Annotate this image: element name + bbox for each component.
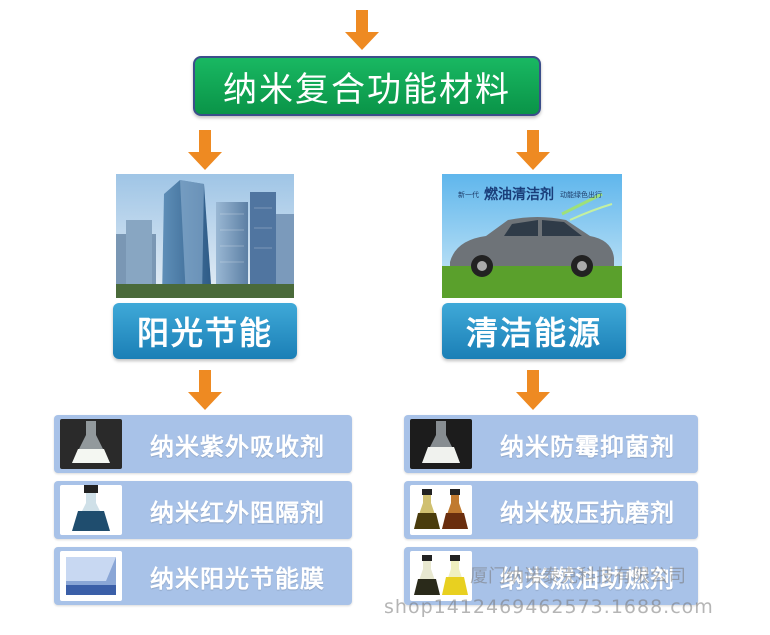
right-product-label: 纳米燃油助燃剂 bbox=[500, 564, 675, 593]
right-category-label: 清洁能源 bbox=[465, 314, 602, 352]
top-title-box: 纳米复合功能材料 bbox=[193, 56, 541, 116]
flasks-oil-image bbox=[410, 485, 472, 535]
left-category-label: 阳光节能 bbox=[136, 314, 273, 352]
car-photo-slogan: 动能绿色出行 bbox=[560, 191, 602, 199]
left-product-label: 纳米阳光节能膜 bbox=[150, 564, 325, 593]
right-product-row: 纳米燃油助燃剂 bbox=[404, 547, 698, 605]
right-product-row: 纳米极压抗磨剂 bbox=[404, 481, 698, 539]
flasks-fuel-image bbox=[410, 551, 472, 601]
left-product-label: 纳米紫外吸收剂 bbox=[150, 432, 325, 461]
car-photo-prefix: 新一代 bbox=[458, 191, 479, 199]
buildings-photo bbox=[116, 174, 294, 298]
car-photo: 新一代 燃油清洁剂 动能绿色出行 bbox=[442, 174, 622, 298]
right-product-label: 纳米防霉抑菌剂 bbox=[500, 432, 675, 461]
left-category-box: 阳光节能 bbox=[113, 303, 297, 359]
right-lower-arrow-icon bbox=[516, 370, 550, 410]
car-photo-title: 燃油清洁剂 bbox=[484, 187, 554, 203]
watermark-shop: shop1412469462573.1688.com bbox=[384, 596, 714, 618]
left-product-label: 纳米红外阻隔剂 bbox=[150, 498, 325, 527]
left-product-row: 纳米紫外吸收剂 bbox=[54, 415, 352, 473]
left-arrow-icon bbox=[188, 130, 222, 170]
flask-white-liquid-image bbox=[410, 419, 472, 469]
left-product-row: 纳米红外阻隔剂 bbox=[54, 481, 352, 539]
left-product-row: 纳米阳光节能膜 bbox=[54, 547, 352, 605]
right-category-box: 清洁能源 bbox=[442, 303, 626, 359]
left-lower-arrow-icon bbox=[188, 370, 222, 410]
flask-white-liquid-image bbox=[60, 419, 122, 469]
watermark-company: 厦门纳诺泰克科技有限公司 bbox=[470, 566, 686, 587]
right-product-label: 纳米极压抗磨剂 bbox=[500, 498, 675, 527]
top-title: 纳米复合功能材料 bbox=[223, 69, 511, 110]
right-product-row: 纳米防霉抑菌剂 bbox=[404, 415, 698, 473]
top-arrow-icon bbox=[345, 10, 379, 50]
flask-blue-liquid-image bbox=[60, 485, 122, 535]
right-arrow-icon bbox=[516, 130, 550, 170]
film-roll-image bbox=[60, 551, 122, 601]
